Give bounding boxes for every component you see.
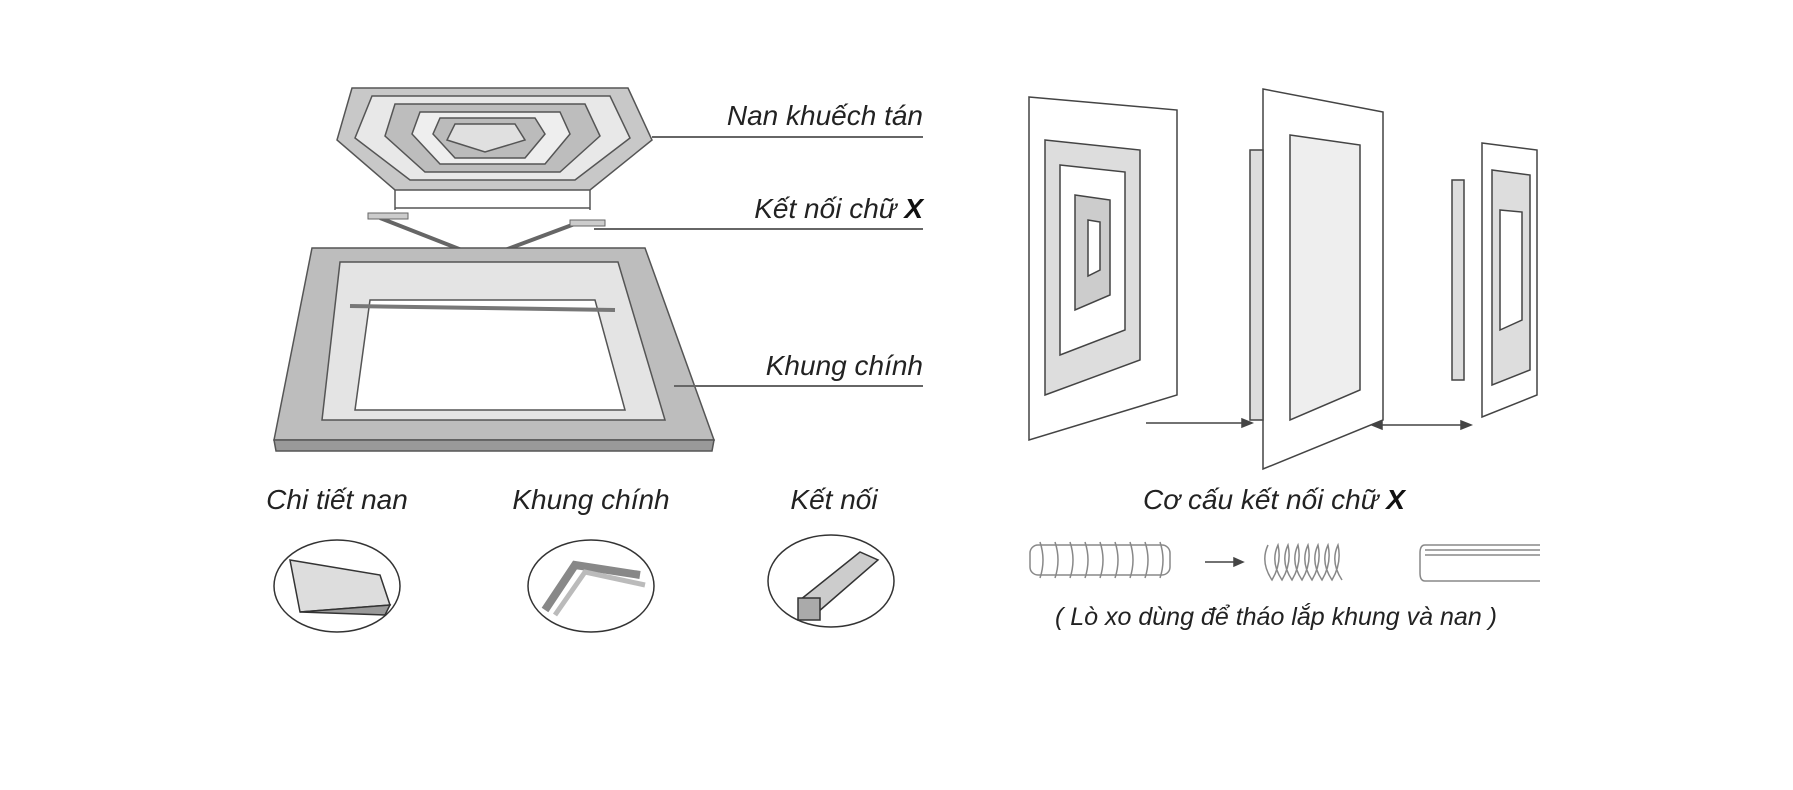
title-letter: X xyxy=(1386,484,1405,515)
detail-label-connector: Kết nối xyxy=(790,484,878,515)
callout-text: Nan khuếch tán xyxy=(726,100,923,131)
arrow-icon xyxy=(1146,417,1255,429)
spring-caption: ( Lò xo dùng để tháo lắp khung và nan ) xyxy=(1055,603,1497,631)
arrow-icon xyxy=(1205,556,1245,568)
callout-main-frame: Khung chính xyxy=(766,352,923,380)
detail-connector-circle xyxy=(767,534,895,628)
main-frame-illustration xyxy=(273,247,716,452)
detail-frame-circle xyxy=(527,539,655,633)
x-mechanism-title: Cơ cấu kết nối chữ X xyxy=(1143,486,1405,514)
diffuser-blades-illustration xyxy=(336,87,653,210)
callout-diffuser-blades: Nan khuếch tán xyxy=(727,102,923,130)
spring-illustration xyxy=(1264,542,1343,582)
detail-blade-circle xyxy=(273,539,401,633)
rod-illustration xyxy=(1419,544,1540,582)
callout-lines xyxy=(594,136,923,387)
spring-on-rod-illustration xyxy=(1029,541,1171,579)
panel-assembled-side xyxy=(1451,142,1538,419)
panel-frame-side xyxy=(1249,88,1384,471)
callout-text: Kết nối chữ xyxy=(754,193,897,224)
title-text: Cơ cấu kết nối chữ xyxy=(1143,484,1379,515)
callout-text: Khung chính xyxy=(765,350,923,381)
callout-x-connector: Kết nối chữ X xyxy=(754,195,923,223)
panel-diffuser-side xyxy=(1028,96,1178,442)
callout-letter: X xyxy=(904,193,923,224)
detail-label-blade: Chi tiết nan xyxy=(266,484,408,515)
double-arrow-icon xyxy=(1369,419,1474,431)
detail-label-frame: Khung chính xyxy=(512,484,670,515)
